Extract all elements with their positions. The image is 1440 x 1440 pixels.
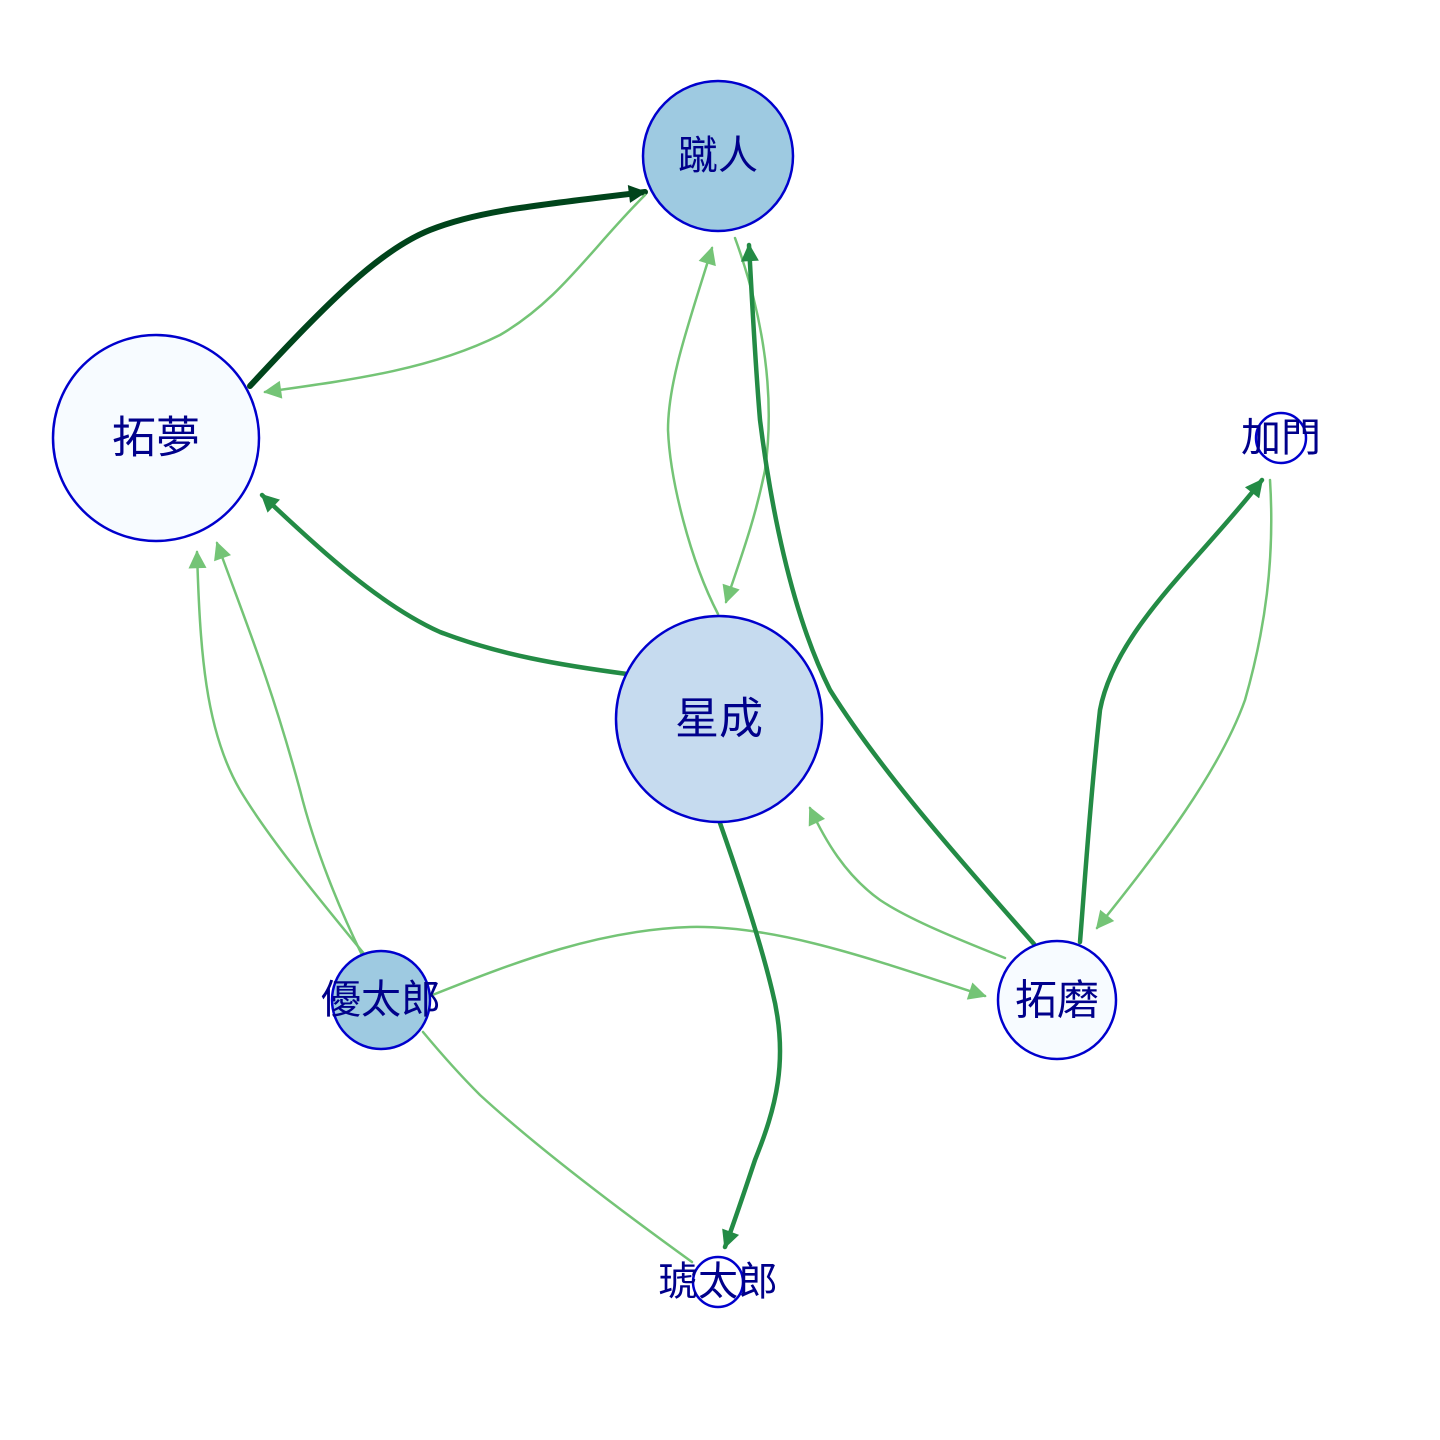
edge-takuma-to-shujin <box>740 242 1037 947</box>
node-label-takumu: 拓夢 <box>112 413 200 464</box>
node-label-seisei: 星成 <box>675 694 763 745</box>
node-circle-takumu <box>51 333 261 543</box>
edge-yutaro-to-takumu <box>188 550 367 957</box>
node-circle-kamon <box>1254 411 1308 465</box>
node-label-kotaro: 琥太郎 <box>658 1259 778 1305</box>
node-label-shujin: 蹴人 <box>678 133 758 179</box>
node-circle-yutaro <box>330 949 432 1051</box>
edge-shujin-to-seisei <box>722 236 770 604</box>
edge-kotaro-to-yutaro <box>421 1030 694 1264</box>
node-circle-shujin <box>641 79 795 233</box>
node-shujin[interactable]: 蹴人 <box>641 79 795 233</box>
edge-takumu-to-shujin <box>247 185 648 389</box>
edge-seisei-to-kotaro <box>717 820 783 1250</box>
node-circle-seisei <box>614 614 824 824</box>
node-circle-takuma <box>996 939 1118 1061</box>
edge-shujin-to-takumu <box>263 193 647 399</box>
edge-yutaro-to-takuma <box>428 925 987 1000</box>
edge-kamon-to-takuma <box>1095 478 1273 930</box>
node-kotaro[interactable]: 琥太郎 <box>658 1255 778 1309</box>
node-label-takuma: 拓磨 <box>1015 976 1099 1025</box>
node-takumu[interactable]: 拓夢 <box>51 333 261 543</box>
edge-seisei-to-takumu <box>259 492 630 677</box>
node-yutaro[interactable]: 優太郎 <box>321 949 441 1051</box>
edge-yutaro-to-takumu <box>214 541 364 957</box>
node-label-kamon: 加門 <box>1241 415 1321 461</box>
node-seisei[interactable]: 星成 <box>614 614 824 824</box>
node-circle-kotaro <box>691 1255 745 1309</box>
edge-seisei-to-shujin <box>666 246 720 616</box>
edge-takuma-to-seisei <box>808 806 1007 960</box>
node-takuma[interactable]: 拓磨 <box>996 939 1118 1061</box>
node-label-yutaro: 優太郎 <box>321 977 441 1023</box>
edges-layer <box>188 185 1273 1264</box>
edge-takuma-to-kamon <box>1077 477 1265 945</box>
node-kamon[interactable]: 加門 <box>1241 411 1321 465</box>
